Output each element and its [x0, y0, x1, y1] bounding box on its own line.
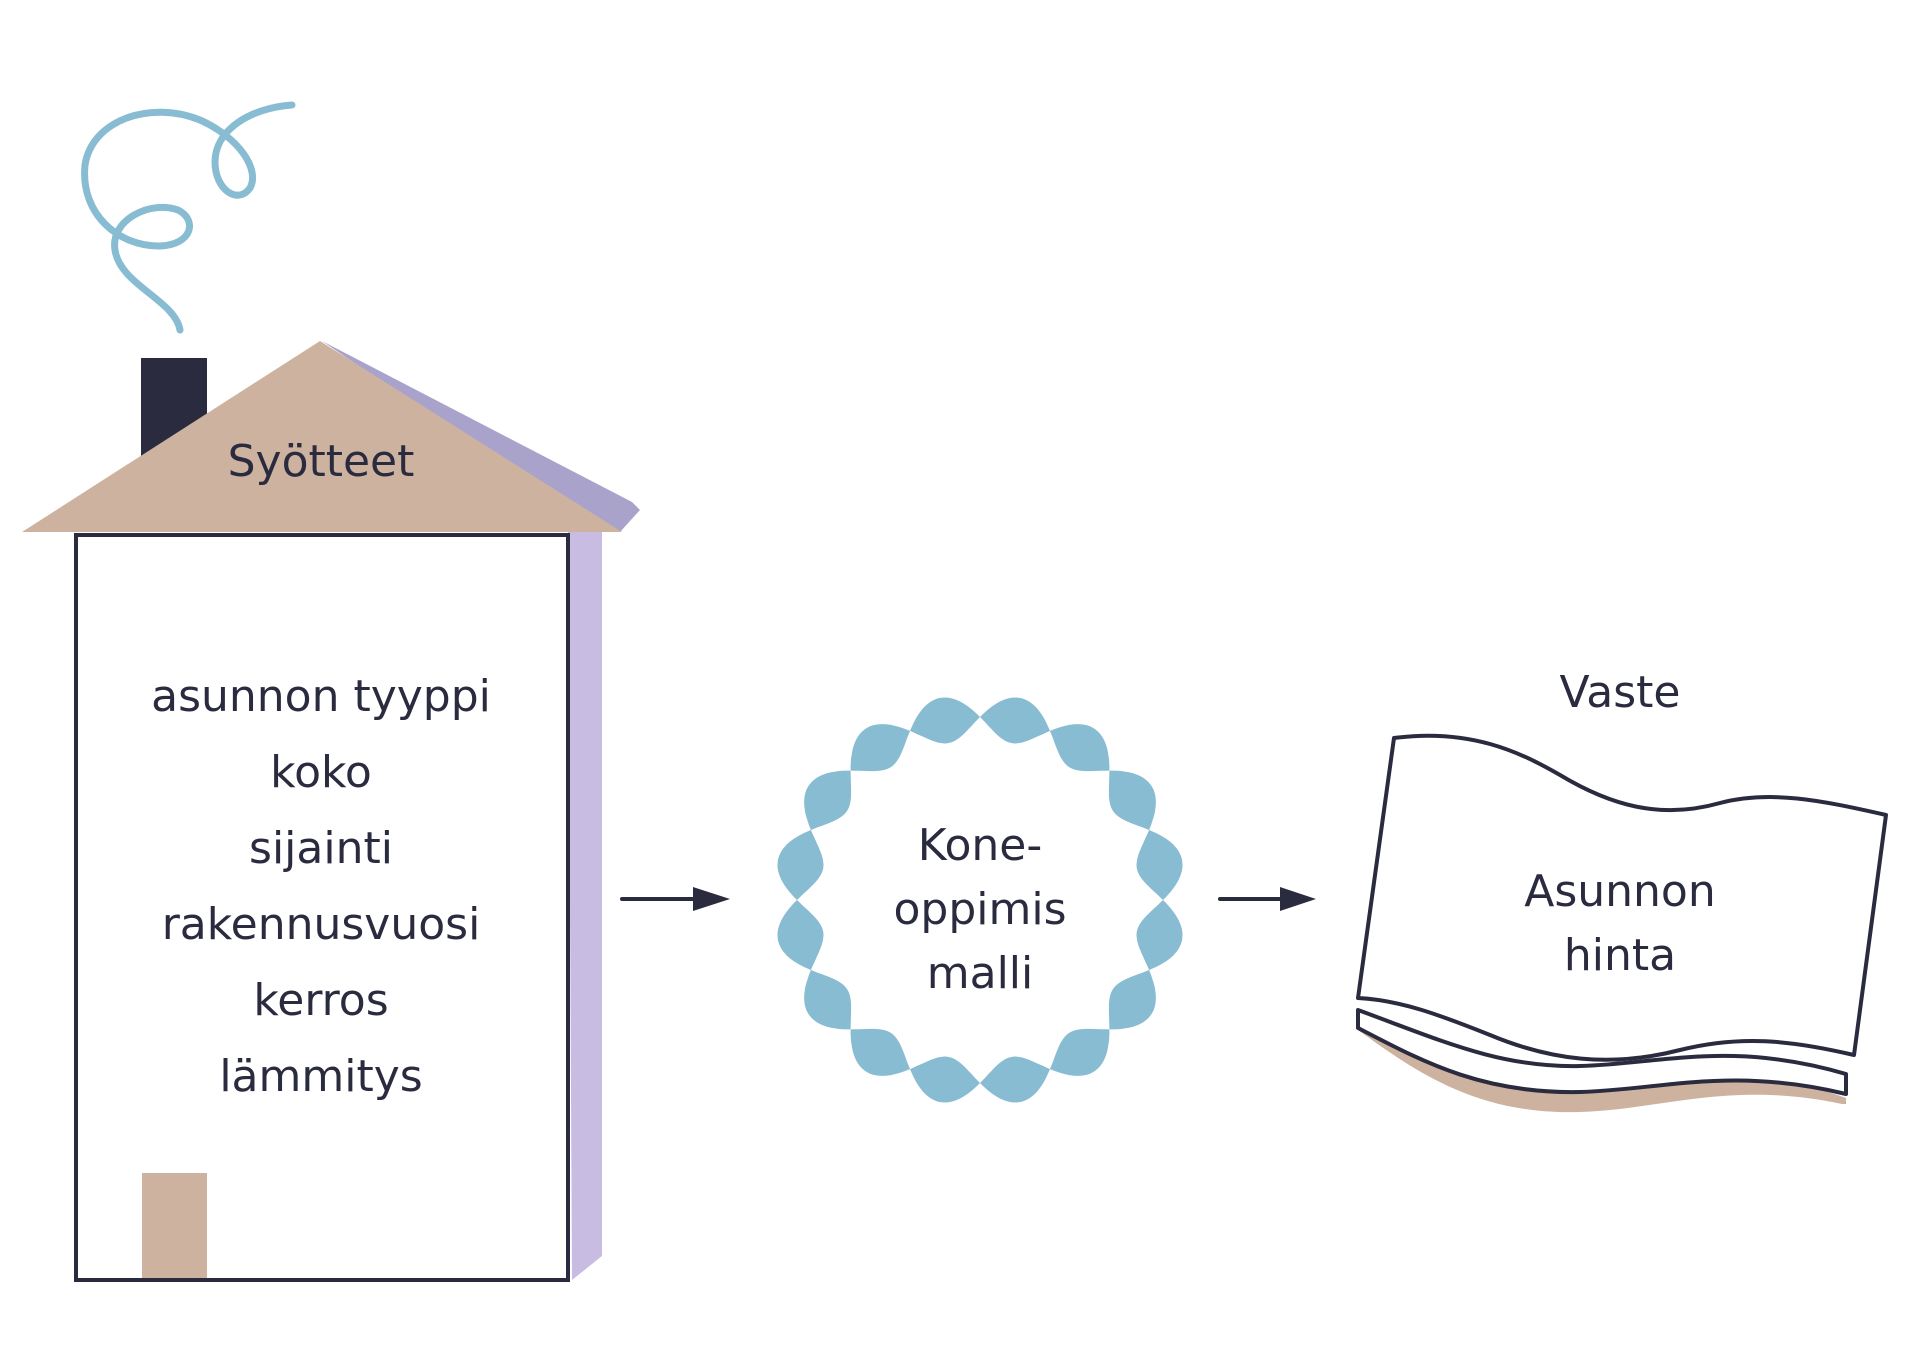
output-label-line: hinta: [1563, 930, 1677, 981]
model-label-line: oppimis: [893, 884, 1067, 935]
house-wall: [74, 533, 570, 1282]
model-label-line: Kone-: [917, 820, 1043, 871]
list-item: kerros: [253, 975, 389, 1026]
house-wall-side: [568, 532, 602, 1280]
paper-sheet-icon: [1356, 733, 1888, 1113]
list-item: lämmitys: [219, 1051, 423, 1102]
list-item: sijainti: [249, 823, 393, 874]
inputs-title: Syötteet: [227, 436, 415, 487]
roof-side: [322, 341, 640, 532]
output-label-line: Asunnon: [1524, 866, 1716, 917]
roof: [22, 341, 622, 532]
door: [142, 1173, 207, 1278]
input-feature-list: asunnon tyyppi koko sijainti rakennusvuo…: [80, 659, 562, 1115]
list-item: asunnon tyyppi: [151, 671, 491, 722]
list-item: rakennusvuosi: [161, 899, 481, 950]
arrow-right-icon: [620, 887, 730, 911]
list-item: koko: [270, 747, 372, 798]
output-label: Asunnon hinta: [1470, 860, 1770, 988]
model-label-line: malli: [926, 948, 1034, 999]
output-title: Vaste: [1559, 667, 1681, 718]
smoke-swirl-icon: [81, 101, 296, 334]
model-label: Kone- oppimis malli: [830, 814, 1130, 1006]
arrow-right-icon: [1218, 887, 1316, 911]
